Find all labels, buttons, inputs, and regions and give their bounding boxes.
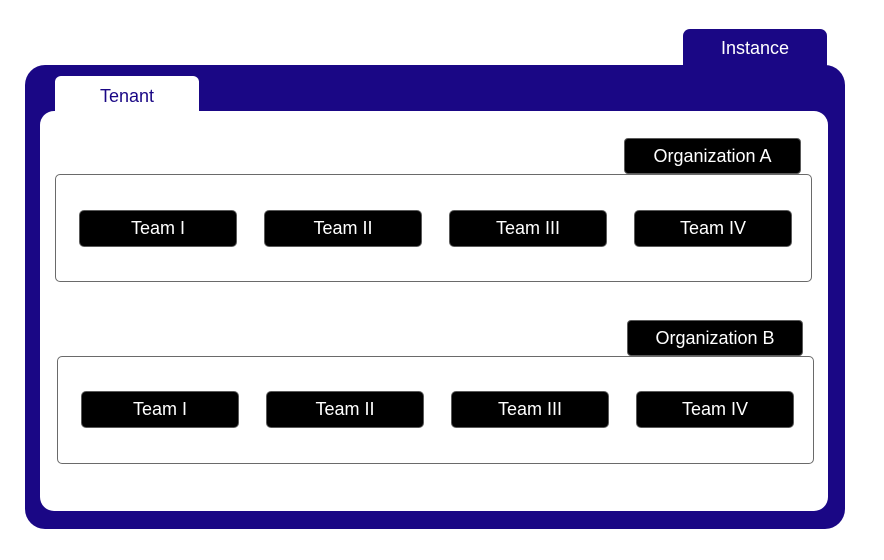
team-label: Team II [313, 218, 373, 238]
team-label: Team I [132, 399, 188, 419]
org-b-team-3: Team III [451, 391, 609, 428]
organization-a-label: Organization A [624, 138, 801, 174]
org-a-team-1: Team I [79, 210, 237, 247]
org-b-team-4: Team IV [636, 391, 794, 428]
team-label: Team IV [681, 399, 749, 419]
tenant-tab: Tenant [55, 76, 199, 118]
team-label: Team IV [679, 218, 747, 238]
organization-b-label: Organization B [627, 320, 803, 356]
instance-tab: Instance [683, 29, 827, 69]
team-label: Team III [495, 218, 561, 238]
org-b-team-1: Team I [81, 391, 239, 428]
instance-label: Instance [720, 38, 790, 58]
org-a-team-4: Team IV [634, 210, 792, 247]
tenant-label: Tenant [99, 86, 155, 106]
team-label: Team II [315, 399, 375, 419]
team-label: Team III [497, 399, 563, 419]
org-a-team-3: Team III [449, 210, 607, 247]
org-a-team-2: Team II [264, 210, 422, 247]
organization-b-label-text: Organization B [655, 327, 775, 348]
team-label: Team I [130, 218, 186, 238]
org-b-team-2: Team II [266, 391, 424, 428]
organization-a-label-text: Organization A [653, 145, 772, 166]
